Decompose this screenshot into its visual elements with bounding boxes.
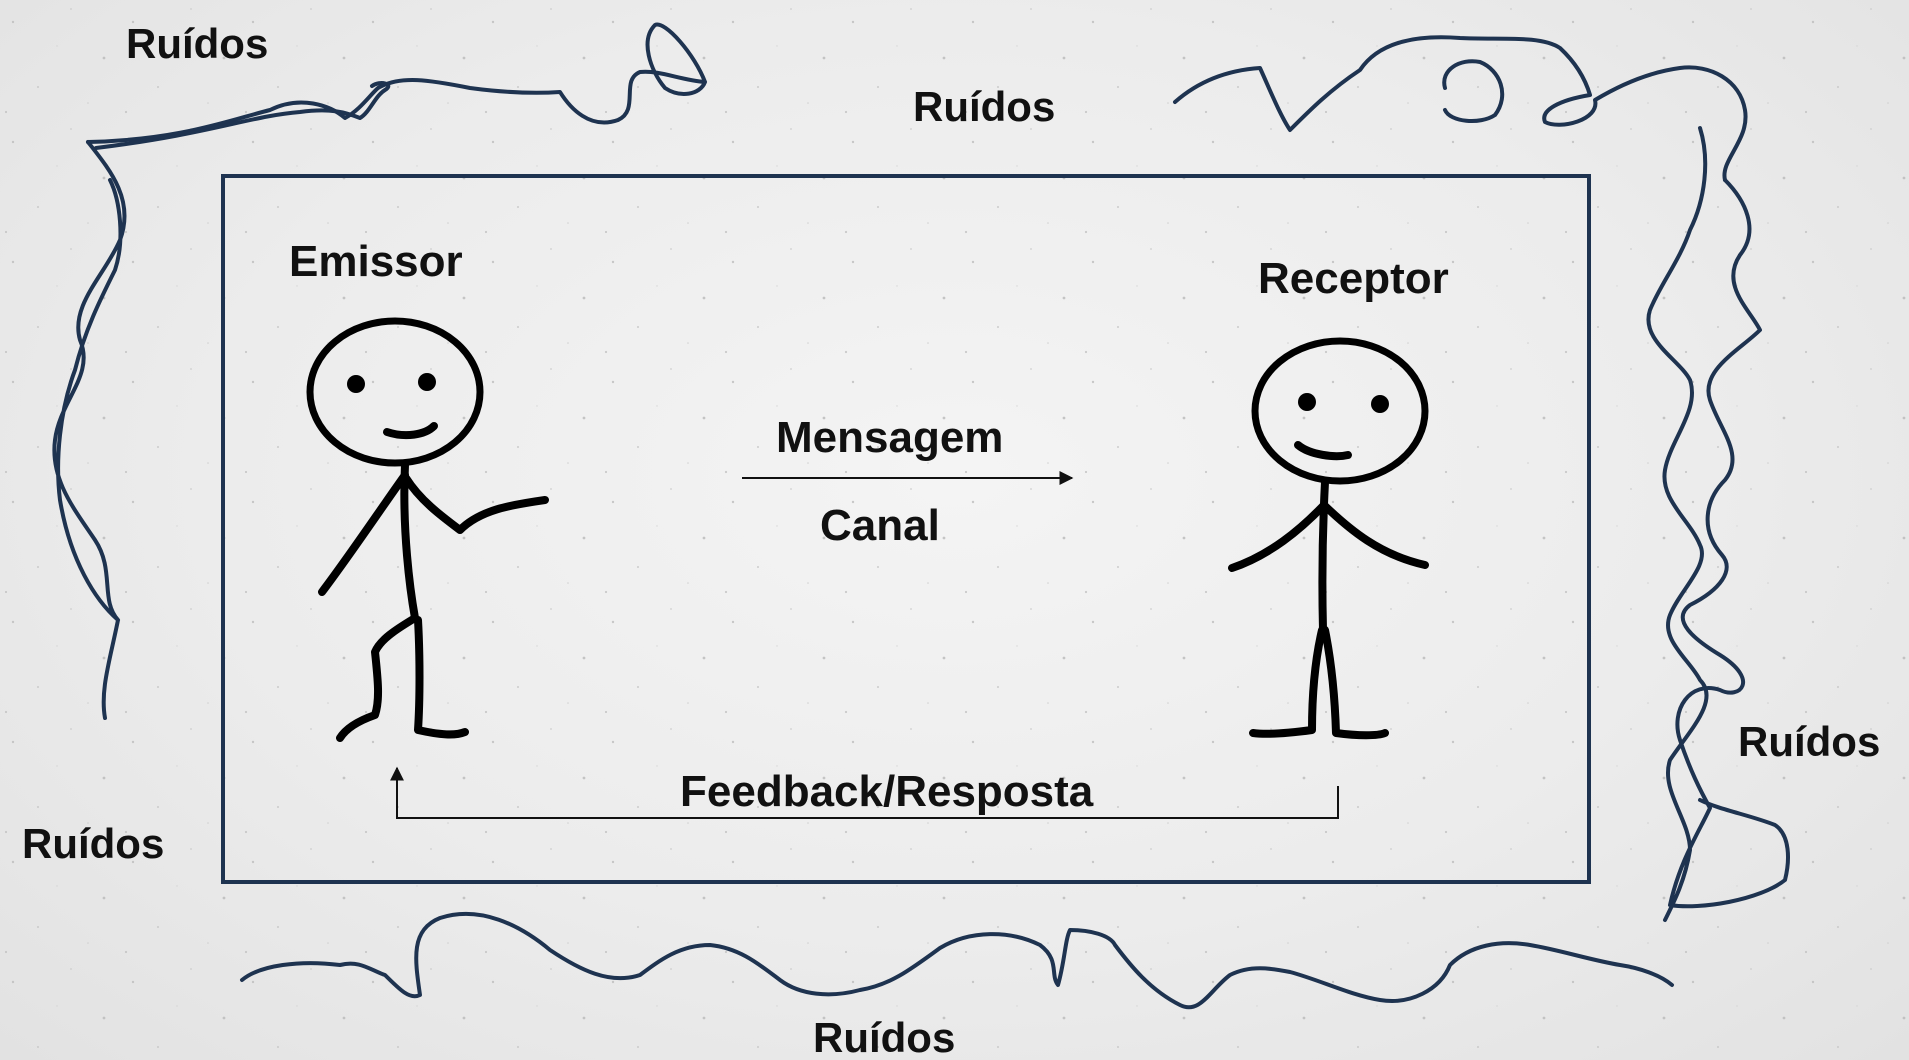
noise-line-bottom — [240, 912, 1674, 1010]
noise-line-top-right — [1173, 35, 1748, 182]
receiver-right-leg — [1321, 626, 1389, 740]
sender-left-leg — [336, 614, 419, 742]
receiver-label: Receptor — [1258, 254, 1449, 303]
receiver-right-arm — [1320, 501, 1429, 569]
feedback-label: Feedback/Resposta — [680, 767, 1094, 816]
sender-torso — [400, 461, 419, 622]
noise-border — [52, 22, 1790, 1010]
sender-right-leg — [414, 616, 469, 739]
receiver-left-arm — [1228, 501, 1328, 572]
sender-stick-figure — [306, 317, 549, 742]
noise-line-left — [52, 140, 127, 720]
noise-label-right: Ruídos — [1738, 718, 1880, 765]
sender-left-eye — [347, 375, 365, 393]
receiver-left-eye — [1298, 393, 1316, 411]
sender-label: Emissor — [289, 237, 463, 286]
noise-label-top: Ruídos — [913, 83, 1055, 130]
noise-line-right — [1646, 126, 1790, 922]
message-label: Mensagem — [776, 413, 1003, 462]
receiver-stick-figure — [1228, 337, 1429, 740]
channel-frame — [221, 174, 1591, 884]
sender-smile — [383, 422, 438, 440]
sender-head — [306, 317, 484, 467]
feedback-arrow — [390, 766, 1339, 819]
receiver-smile — [1294, 441, 1352, 461]
noise-label-bottom: Ruídos — [813, 1014, 955, 1060]
noise-label-top-left: Ruídos — [126, 20, 268, 67]
noise-line-top-left-inner — [94, 81, 391, 150]
noise-line-top-left — [86, 22, 707, 144]
noise-label-left: Ruídos — [22, 820, 164, 867]
receiver-right-eye — [1371, 395, 1389, 413]
channel-label: Canal — [820, 501, 940, 550]
receiver-head — [1251, 337, 1429, 485]
receiver-left-leg — [1249, 626, 1326, 738]
sender-right-arm — [402, 474, 549, 534]
sender-right-eye — [418, 373, 436, 391]
sender-left-arm — [318, 471, 409, 596]
